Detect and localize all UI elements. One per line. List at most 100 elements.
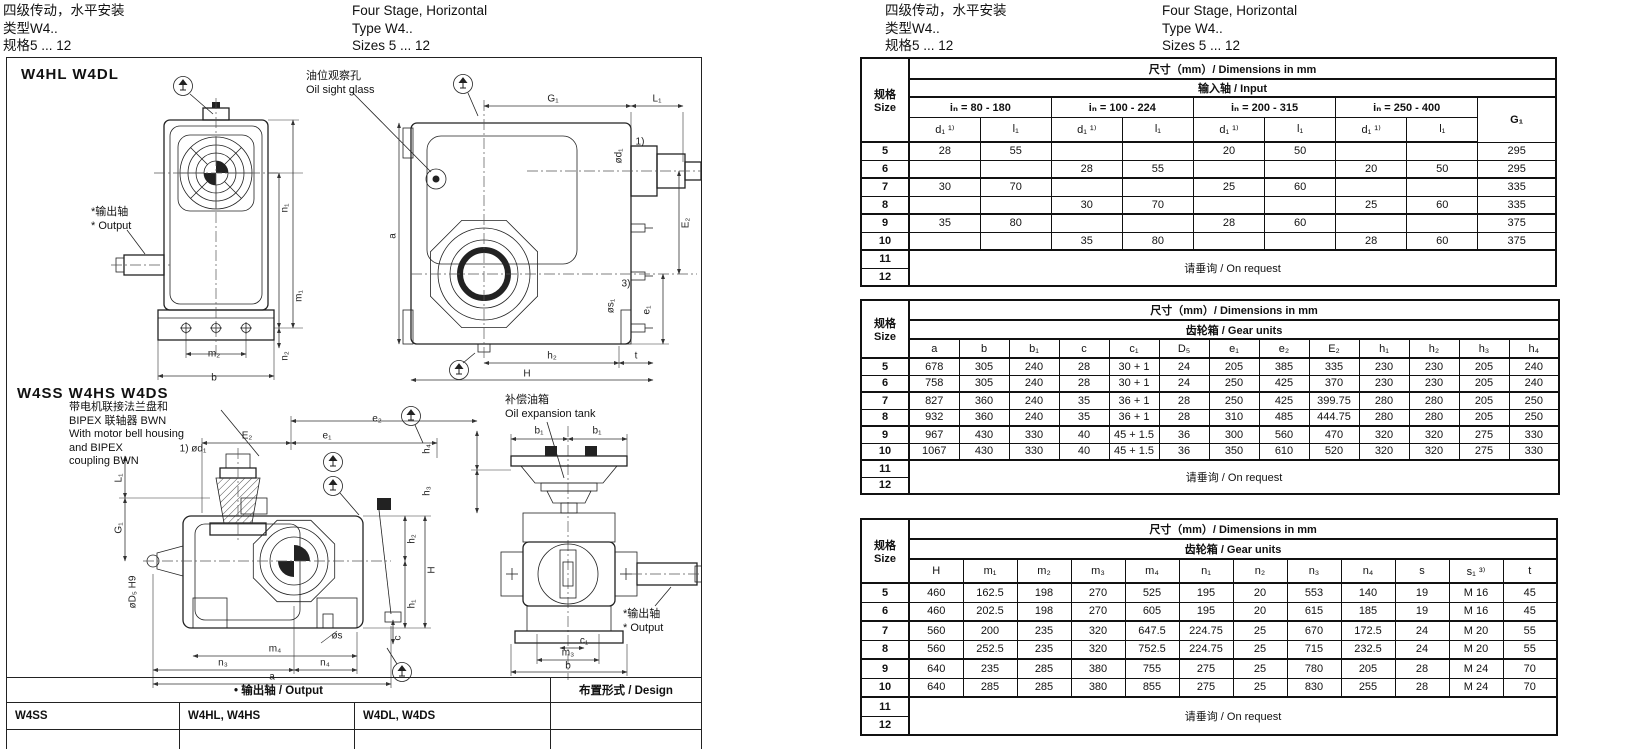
table-cell: 425 (1258, 374, 1310, 393)
table-cell: M 24 (1448, 677, 1504, 698)
text-line: coupling BWN (69, 455, 139, 467)
table-cell: 399.75 (1308, 391, 1360, 410)
table-cell: M 16 (1448, 582, 1504, 603)
table-cell: 525 (1124, 582, 1180, 603)
size-cell: 8 (860, 639, 910, 660)
table-cell: 360 (958, 391, 1010, 410)
table-cell: 28 (1158, 391, 1210, 410)
design-column-header: 布置形式 / Design (550, 678, 701, 702)
table-cell: 330 (1008, 425, 1060, 444)
table-cell: 320 (1408, 425, 1460, 444)
table-cell: 200 (962, 620, 1018, 641)
size-cell: 11 (860, 696, 910, 717)
table-cell: 855 (1124, 677, 1180, 698)
table-cell: 310 (1208, 408, 1260, 427)
technical-drawings (111, 74, 701, 688)
text-line: Type W4.. (352, 20, 413, 36)
text-line: Oil expansion tank (505, 407, 596, 420)
table-cell: 380 (1070, 658, 1126, 679)
size-cell: 10 (860, 231, 911, 251)
table-row: 12 (860, 715, 1557, 736)
table-cell: 270 (1070, 601, 1126, 622)
column-header: e₁ (1208, 338, 1260, 359)
table-cell (1264, 159, 1337, 179)
drawing-group1-title: W4HL W4DL (21, 66, 119, 83)
table-cell: 205 (1208, 357, 1260, 376)
size-cell: 10 (860, 442, 910, 461)
table-cell: 678 (908, 357, 960, 376)
table-cell: 320 (1070, 639, 1126, 660)
table-cell: M 24 (1448, 658, 1504, 679)
table-cell: 280 (1408, 408, 1460, 427)
output-shaft-label-top: *输出轴* Output (91, 206, 131, 233)
table-cell: 19 (1394, 601, 1450, 622)
table-cell: 230 (1358, 374, 1410, 393)
table-cell: 20 (1335, 159, 1408, 179)
table-cell: M 20 (1448, 620, 1504, 641)
table-row: 12 (860, 476, 1559, 495)
table-cell: 385 (1258, 357, 1310, 376)
table-cell: 60 (1264, 213, 1337, 233)
table-cell: 758 (908, 374, 960, 393)
table-cell: 270 (1070, 582, 1126, 603)
table-cell (1192, 195, 1266, 215)
text-line: Four Stage, Horizontal (1162, 3, 1298, 18)
table-cell: 715 (1286, 639, 1342, 660)
column-header: h₁ (1358, 338, 1410, 359)
size-cell: 11 (860, 459, 910, 478)
table-cell: M 16 (1448, 601, 1504, 622)
size-cell: 12 (860, 267, 911, 287)
design-cell-empty (550, 703, 701, 729)
table-row: 12 (860, 267, 1556, 287)
table-cell (1050, 141, 1123, 161)
table-cell: 350 (1208, 442, 1260, 461)
column-header: b₁ (1008, 338, 1060, 359)
column-header: D₅ (1158, 338, 1210, 359)
column-header: s (1394, 558, 1450, 584)
table-cell: 827 (908, 391, 960, 410)
column-header: l₁ (1121, 116, 1194, 143)
table-cell: 195 (1178, 601, 1234, 622)
table-cell (1406, 141, 1479, 161)
table-cell: 24 (1394, 620, 1450, 641)
table-cell (1406, 177, 1479, 197)
column-header: n₂ (1232, 558, 1288, 584)
column-header: l₁ (979, 116, 1052, 143)
table-cell: 45 + 1.5 (1108, 425, 1160, 444)
table-cell: 224.75 (1178, 620, 1234, 641)
table-cell: 250 (1508, 408, 1560, 427)
column-header: n₃ (1286, 558, 1342, 584)
table-cell: 230 (1408, 374, 1460, 393)
page-header-right-cn: 四级传动，水平安装类型W4..规格5 ... 12 (885, 2, 1007, 55)
table-cell: 55 (1121, 159, 1194, 179)
column-header: d₁ ¹⁾ (1050, 116, 1123, 143)
table-cell: 224.75 (1178, 639, 1234, 660)
table-cell: 240 (1008, 391, 1060, 410)
table-cell: 25 (1192, 177, 1266, 197)
table-cell: 28 (1050, 159, 1123, 179)
table-cell: 36 (1158, 442, 1210, 461)
column-header: s₁ ³⁾ (1448, 558, 1504, 584)
table-cell (1406, 213, 1479, 233)
table-cell (979, 195, 1052, 215)
size-cell: 6 (860, 374, 910, 393)
table-cell: 80 (1121, 231, 1194, 251)
table-cell: 25 (1232, 639, 1288, 660)
table-cell: 300 (1208, 425, 1260, 444)
table-cell: 560 (908, 620, 964, 641)
size-cell: 7 (860, 391, 910, 410)
text-line: 油位观察孔 (306, 70, 361, 82)
column-header: n₄ (1340, 558, 1396, 584)
size-cell: 10 (860, 677, 910, 698)
column-header: d₁ ¹⁾ (1192, 116, 1266, 143)
size-cell: 6 (860, 159, 911, 179)
column-header: E₂ (1308, 338, 1360, 359)
table-cell: 230 (1358, 357, 1410, 376)
